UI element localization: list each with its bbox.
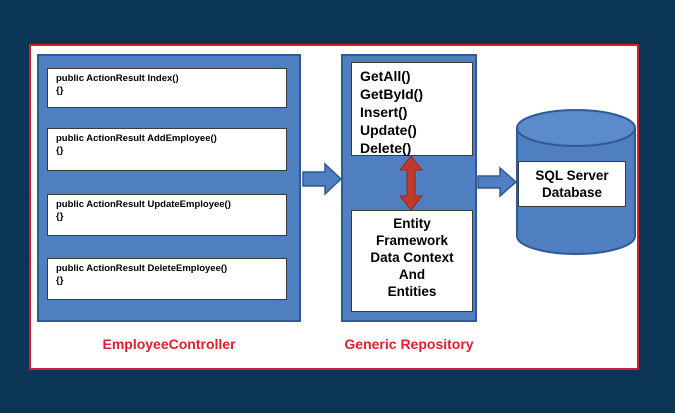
- controller-panel: public ActionResult Index() {} public Ac…: [37, 54, 301, 322]
- controller-caption: EmployeeController: [102, 336, 236, 352]
- database-label-box: SQL Server Database: [518, 161, 626, 207]
- diagram-canvas: public ActionResult Index() {} public Ac…: [29, 44, 639, 370]
- method-signature: public ActionResult AddEmployee(): [56, 133, 217, 144]
- right-arrow-icon: [302, 162, 343, 196]
- method-body: {}: [56, 211, 64, 222]
- method-update-employee-box: public ActionResult UpdateEmployee() {}: [47, 194, 287, 236]
- method-body: {}: [56, 85, 64, 96]
- repo-method: Insert(): [360, 104, 408, 120]
- method-body: {}: [56, 145, 64, 156]
- method-signature: public ActionResult DeleteEmployee(): [56, 263, 228, 274]
- ef-line: And: [398, 267, 426, 282]
- entity-framework-box: Entity Framework Data Context And Entiti…: [351, 210, 473, 312]
- repository-caption: Generic Repository: [344, 336, 474, 352]
- method-add-employee-box: public ActionResult AddEmployee() {}: [47, 128, 287, 171]
- repo-method: GetById(): [360, 86, 423, 102]
- method-signature: public ActionResult Index(): [56, 73, 179, 84]
- method-body: {}: [56, 275, 64, 286]
- ef-line: Framework: [375, 233, 449, 248]
- method-delete-employee-box: public ActionResult DeleteEmployee() {}: [47, 258, 287, 300]
- right-arrow-icon: [477, 166, 518, 198]
- ef-line: Entity: [393, 216, 431, 231]
- method-index-box: public ActionResult Index() {}: [47, 68, 287, 108]
- db-label-line: Database: [541, 185, 603, 200]
- repository-methods-box: GetAll() GetById() Insert() Update() Del…: [351, 62, 473, 156]
- repository-panel: GetAll() GetById() Insert() Update() Del…: [341, 54, 477, 322]
- repo-method: GetAll(): [360, 68, 411, 84]
- repo-method: Update(): [360, 122, 417, 138]
- ef-line: Data Context: [370, 250, 454, 265]
- double-arrow-icon: [398, 155, 424, 211]
- ef-line: Entities: [387, 284, 437, 299]
- method-signature: public ActionResult UpdateEmployee(): [56, 199, 231, 210]
- repo-method: Delete(): [360, 140, 412, 156]
- db-label-line: SQL Server: [535, 168, 609, 183]
